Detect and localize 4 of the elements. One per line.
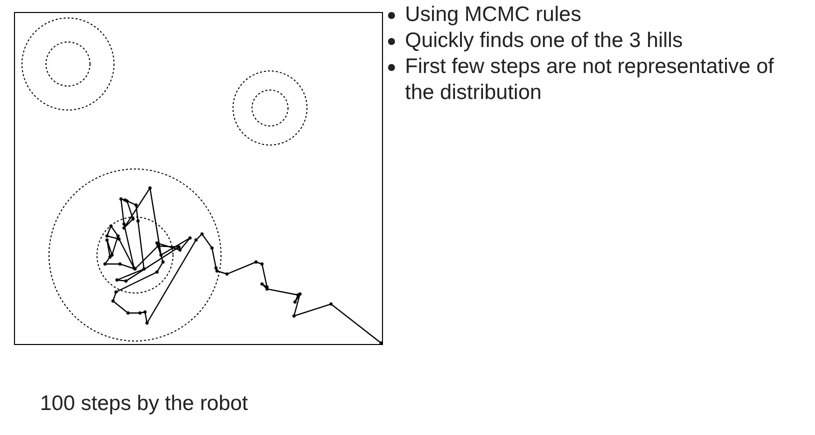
bullet-text: Using MCMC rules	[405, 3, 582, 26]
bullet-text: Quickly finds one of the 3 hills	[405, 29, 683, 52]
caption: 100 steps by the robot	[40, 392, 248, 416]
bullet-text: First few steps are not representative of the distribution	[405, 55, 774, 104]
